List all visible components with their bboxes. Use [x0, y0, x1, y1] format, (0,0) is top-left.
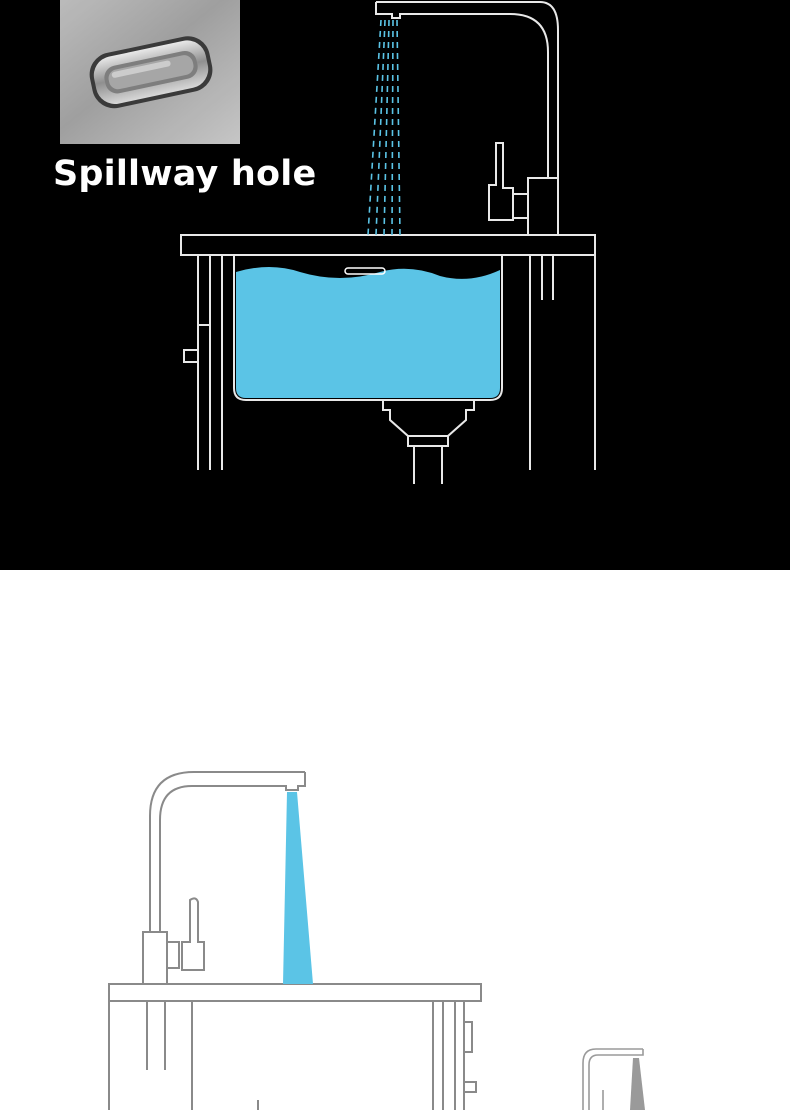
countertop	[108, 983, 482, 1002]
light-illustration-panel	[0, 570, 790, 1110]
water-spray	[367, 19, 401, 236]
faucet-spout	[159, 772, 306, 932]
faucet-spout	[375, 2, 549, 178]
faucet-handle	[181, 897, 205, 971]
sink-water	[236, 267, 500, 398]
small-faucet-icon	[582, 1048, 644, 1110]
faucet-handle	[488, 142, 514, 221]
spillway-hole-photo	[60, 0, 240, 144]
faucet-body	[527, 177, 559, 236]
water-stream	[283, 792, 313, 984]
drain-pipe	[382, 400, 415, 484]
faucet-body	[142, 931, 168, 985]
sink-basin	[233, 255, 503, 401]
overflowing-sink-illustration	[180, 0, 596, 484]
spillway-hole-caption: Spillway hole	[53, 154, 317, 194]
dark-illustration-panel: Spillway hole	[0, 0, 790, 570]
countertop	[180, 234, 596, 256]
faucet-filling-sink-illustration	[108, 771, 645, 1110]
spillway-slot	[344, 267, 386, 275]
small-water-stream	[630, 1058, 645, 1110]
